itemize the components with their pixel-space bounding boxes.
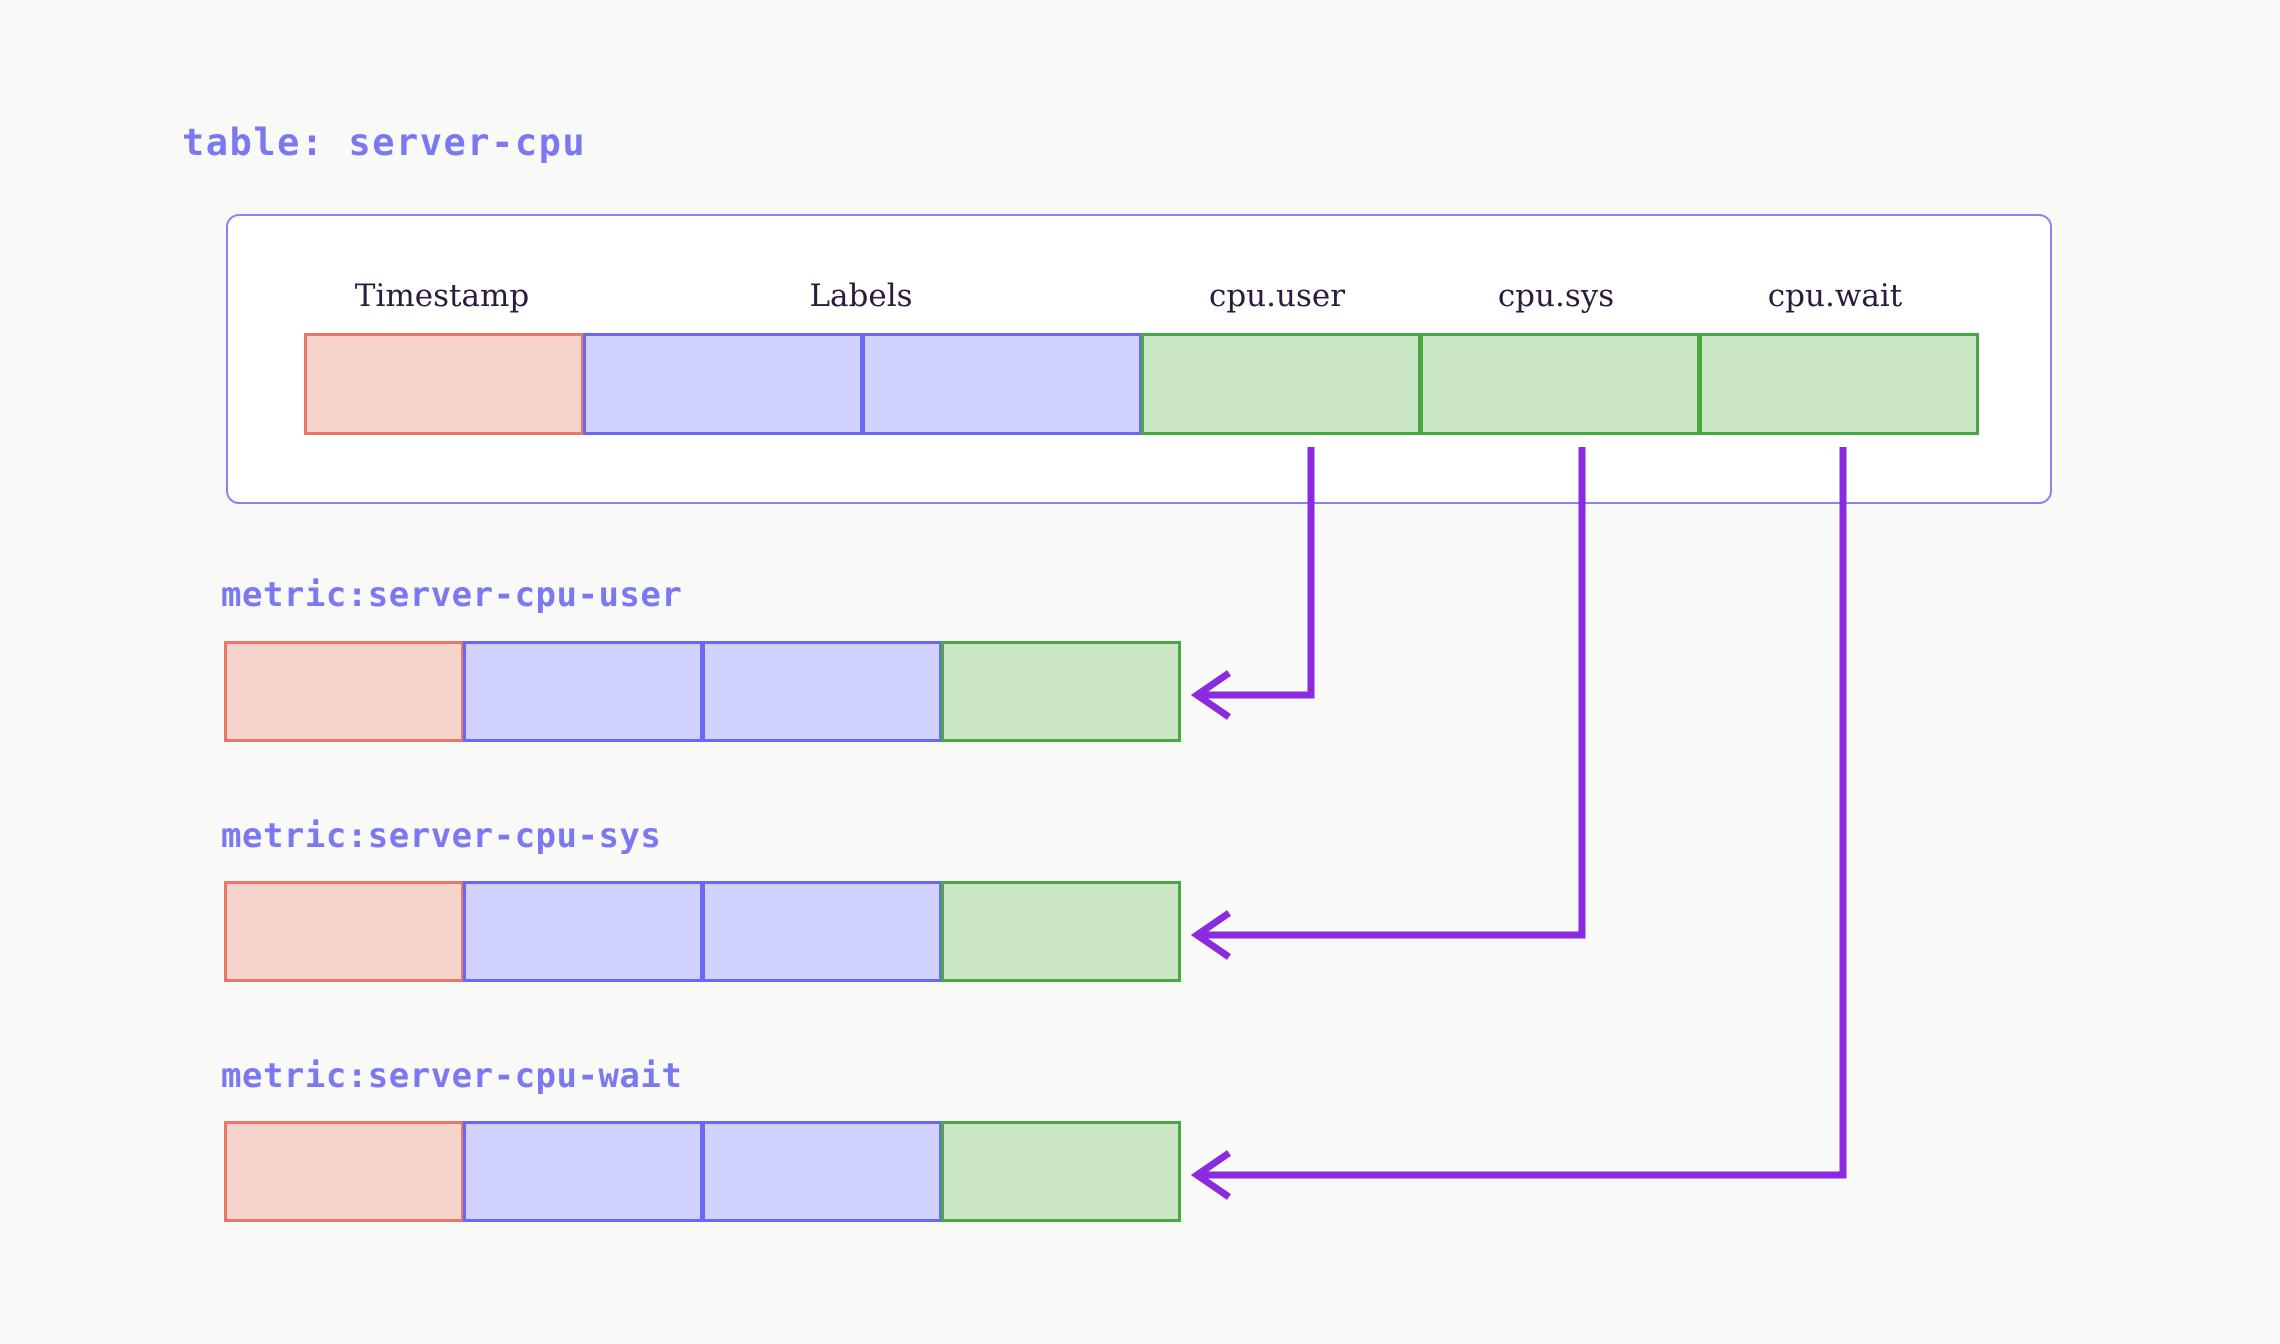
arrow-cpu-wait-to-metric <box>1196 447 1847 1179</box>
metric-user-cell-label-1 <box>463 641 703 742</box>
table-cell-timestamp <box>304 333 584 435</box>
metric-title-server-cpu-wait: metric:server-cpu-wait <box>221 1056 683 1096</box>
table-cell-labels-2 <box>862 333 1142 435</box>
metric-sys-cell-value <box>941 881 1181 982</box>
column-header-cpu-user: cpu.user <box>1208 278 1346 314</box>
metric-wait-cell-value <box>941 1121 1181 1222</box>
table-title: table: server-cpu <box>182 121 587 164</box>
column-header-timestamp: Timestamp <box>354 278 530 314</box>
metric-title-server-cpu-user: metric:server-cpu-user <box>221 575 683 615</box>
table-cell-cpu-wait <box>1699 333 1979 435</box>
metric-user-cell-value <box>941 641 1181 742</box>
metric-wait-cell-timestamp <box>224 1121 464 1222</box>
table-cell-cpu-user <box>1141 333 1421 435</box>
metric-wait-cell-label-1 <box>463 1121 703 1222</box>
arrow-cpu-sys-to-metric <box>1196 447 1586 939</box>
metric-user-cell-timestamp <box>224 641 464 742</box>
metric-user-cell-label-2 <box>702 641 942 742</box>
arrowhead-cpu-sys-icon <box>1190 910 1231 960</box>
metric-sys-cell-label-2 <box>702 881 942 982</box>
table-cell-cpu-sys <box>1420 333 1700 435</box>
metric-sys-cell-label-1 <box>463 881 703 982</box>
metric-title-server-cpu-sys: metric:server-cpu-sys <box>221 816 662 856</box>
arrowhead-cpu-user-icon <box>1190 670 1231 720</box>
column-header-cpu-sys: cpu.sys <box>1497 278 1615 314</box>
metric-wait-cell-label-2 <box>702 1121 942 1222</box>
table-cell-labels-1 <box>583 333 863 435</box>
column-header-cpu-wait: cpu.wait <box>1767 278 1903 314</box>
arrowhead-cpu-wait-icon <box>1190 1150 1231 1200</box>
column-header-labels: Labels <box>809 278 913 314</box>
metric-sys-cell-timestamp <box>224 881 464 982</box>
